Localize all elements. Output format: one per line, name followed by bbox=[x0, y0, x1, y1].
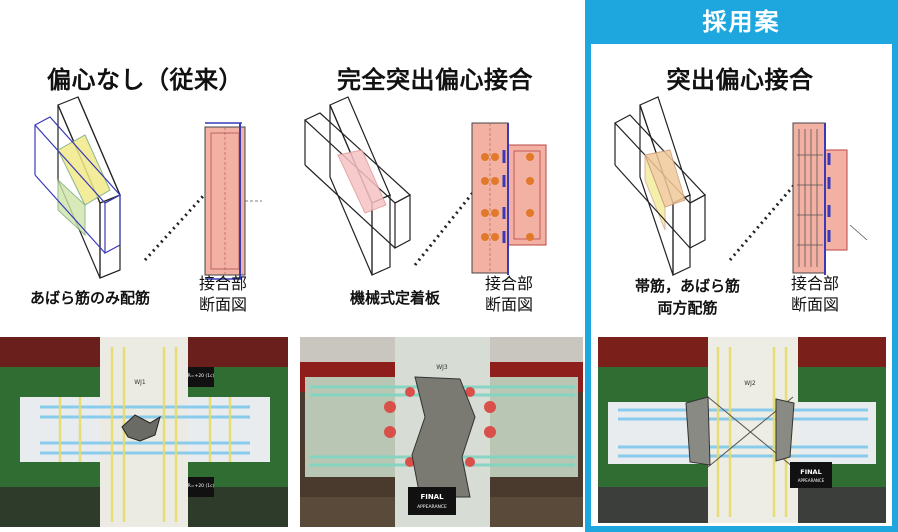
column-1-title: 偏心なし（従来） bbox=[47, 66, 243, 94]
column-3-title: 突出偏心接合 bbox=[666, 66, 814, 94]
joint-3d-sketch bbox=[34, 96, 121, 279]
photo-tag: R=+20 (1c) bbox=[188, 373, 215, 379]
photo-tag: WJ3 bbox=[436, 364, 448, 371]
column-3-diagram bbox=[614, 96, 868, 276]
photo-tag: WJ2 bbox=[744, 380, 756, 387]
joint-3d-sketch bbox=[614, 96, 706, 276]
caption-line: 帯筋，あばら筋 bbox=[634, 277, 740, 295]
photo-tag: R=+20 (1c) bbox=[188, 483, 215, 489]
column-1-diagram bbox=[34, 96, 262, 280]
section-drawing bbox=[471, 122, 547, 275]
adopted-badge: 採用案 bbox=[585, 0, 898, 44]
section-drawing bbox=[792, 122, 868, 275]
column-1-test-photo: WJ1 R=+20 (1c) R=+20 (1c) bbox=[0, 337, 288, 527]
photo-tag: WJ1 bbox=[134, 379, 146, 386]
photo-tag: FINAL bbox=[800, 468, 821, 476]
caption-line: 機械式定着板 bbox=[349, 289, 440, 307]
column-1-caption: あばら筋のみ配筋 bbox=[0, 287, 180, 309]
photo-tag: FINAL bbox=[420, 493, 444, 501]
column-2-test-photo: WJ3 FINAL APPEARANCE bbox=[300, 337, 583, 527]
column-3-section-label: 接合部 断面図 bbox=[780, 273, 850, 315]
section-label-line: 接合部 bbox=[484, 274, 533, 293]
column-2-diagram bbox=[303, 96, 547, 276]
section-label-line: 接合部 bbox=[790, 274, 839, 293]
column-3-caption: 帯筋，あばら筋 両方配筋 bbox=[600, 275, 775, 319]
photo-tag: APPEARANCE bbox=[798, 478, 825, 483]
photo-tag: APPEARANCE bbox=[417, 504, 447, 510]
column-2-caption: 機械式定着板 bbox=[310, 287, 480, 309]
column-3-test-photo: WJ2 FINAL APPEARANCE bbox=[598, 337, 886, 523]
caption-line: 両方配筋 bbox=[657, 299, 718, 317]
column-1-section-label: 接合部 断面図 bbox=[188, 273, 258, 315]
section-label-line: 断面図 bbox=[198, 295, 247, 314]
caption-line: あばら筋のみ配筋 bbox=[29, 289, 150, 307]
section-drawing bbox=[204, 122, 262, 280]
column-2-section-label: 接合部 断面図 bbox=[474, 273, 544, 315]
section-label-line: 接合部 bbox=[198, 274, 247, 293]
section-label-line: 断面図 bbox=[790, 295, 839, 314]
leader-line bbox=[728, 176, 803, 261]
section-label-line: 断面図 bbox=[484, 295, 533, 314]
adopted-highlight-frame bbox=[585, 0, 898, 532]
joint-3d-sketch bbox=[303, 96, 412, 276]
column-2-title: 完全突出偏心接合 bbox=[337, 66, 533, 94]
